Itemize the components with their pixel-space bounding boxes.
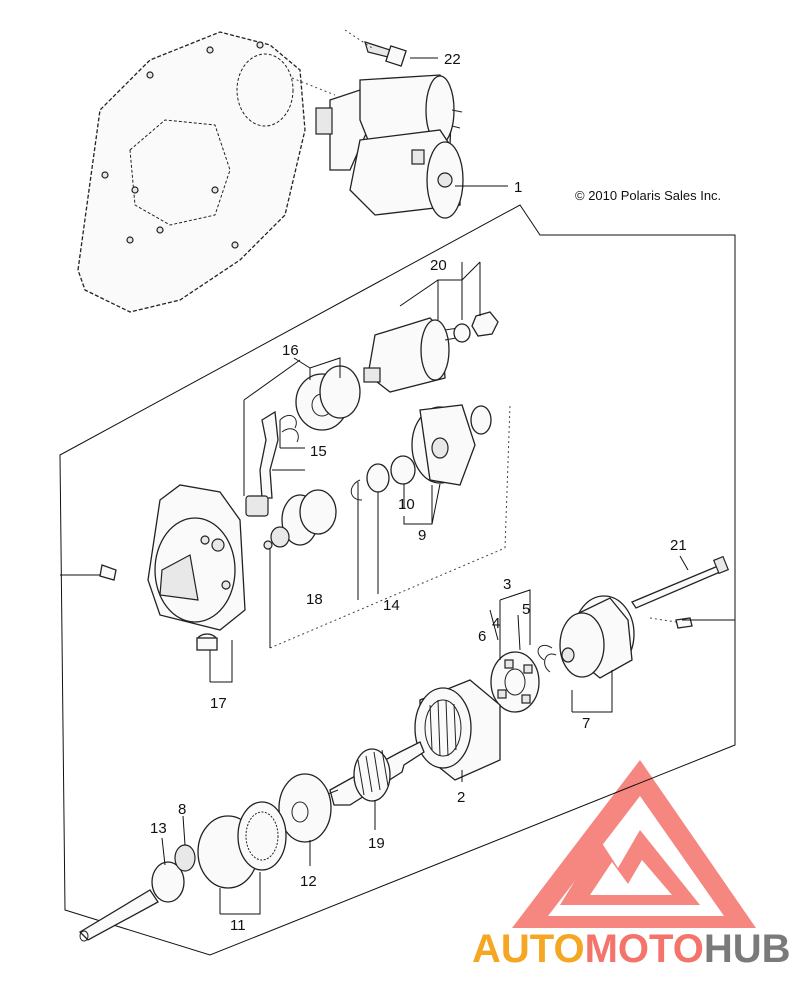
gear-ring-part-11 [197, 801, 287, 889]
shaft-part-13 [78, 844, 196, 942]
callout-20: 20 [430, 257, 447, 274]
through-bolt-part-21 [631, 555, 730, 629]
callout-4: 4 [492, 615, 500, 632]
automotohub-wordmark: AUTOMOTOHUB [472, 927, 791, 971]
starter-assembly-part-1 [315, 74, 464, 219]
callout-9: 9 [418, 527, 426, 544]
callout-22: 22 [444, 51, 461, 68]
lever-part-15 [245, 410, 299, 517]
end-cap-part-7 [537, 595, 635, 679]
callout-10: 10 [398, 496, 415, 513]
exploded-frame [59, 204, 736, 956]
wordmark-hub: HUB [704, 927, 791, 971]
callout-17: 17 [210, 695, 227, 712]
gear-housing-part-17 [99, 484, 246, 651]
wordmark-moto: MOTO [585, 927, 704, 971]
callout-21: 21 [670, 537, 687, 554]
callout-2: 2 [457, 789, 465, 806]
callout-3: 3 [503, 576, 511, 593]
plate-part-12 [278, 773, 332, 843]
callout-numbers: 22 1 20 16 15 10 9 21 18 14 3 5 4 6 17 7… [150, 51, 687, 934]
wordmark-auto: AUTO [472, 927, 585, 971]
callout-16: 16 [282, 342, 299, 359]
automotohub-logo [512, 760, 756, 928]
callout-8: 8 [178, 801, 186, 818]
callout-11: 11 [230, 917, 246, 934]
callout-18: 18 [306, 591, 323, 608]
brush-holder-part-3 [490, 651, 540, 713]
callout-6: 6 [478, 628, 486, 645]
callout-5: 5 [522, 601, 530, 618]
callout-15: 15 [310, 443, 327, 460]
ring-part-14 [350, 463, 390, 501]
callout-19: 19 [368, 835, 385, 852]
plate-part-16 [295, 365, 361, 431]
pinion-part-18 [263, 489, 337, 550]
leader-lines [60, 57, 735, 915]
bolt-part-22 [291, 29, 407, 96]
engine-plate [77, 31, 306, 313]
callout-1: 1 [514, 179, 522, 196]
callout-7: 7 [582, 715, 590, 732]
copyright-text: © 2010 Polaris Sales Inc. [575, 188, 721, 203]
solenoid-part-20 [363, 311, 499, 393]
clutch-part-9 [390, 404, 492, 486]
armature-part-19 [317, 741, 425, 806]
callout-13: 13 [150, 820, 167, 837]
yoke-part-2 [414, 679, 501, 781]
callout-12: 12 [300, 873, 317, 890]
callout-14: 14 [383, 597, 400, 614]
